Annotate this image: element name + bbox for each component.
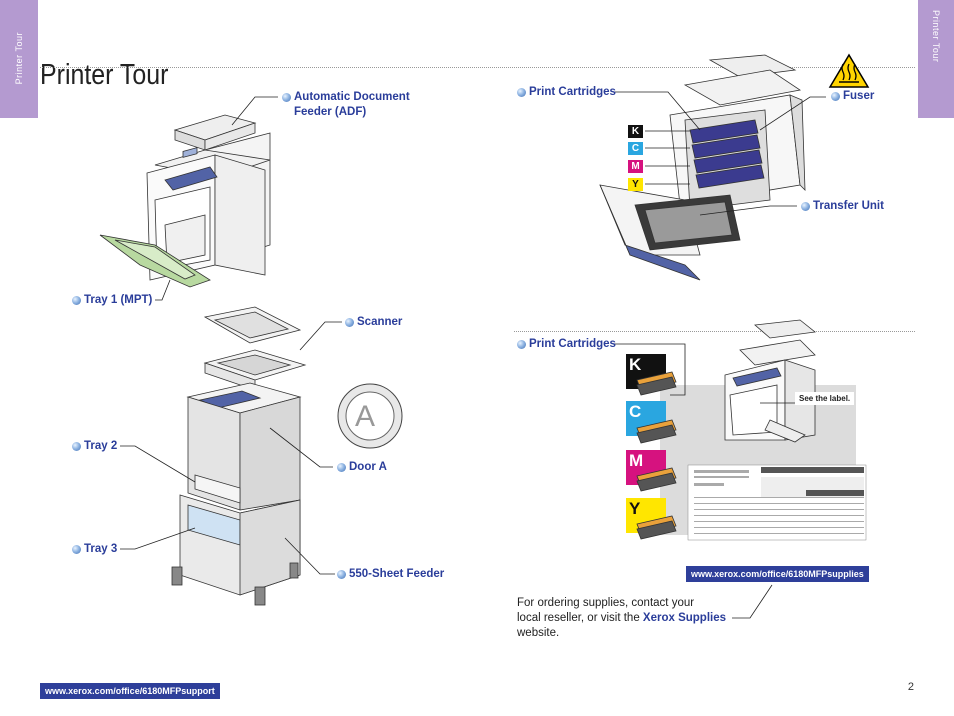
- door-a-letter: A: [355, 400, 376, 433]
- section-divider: [514, 331, 915, 332]
- callout-fuser-label: Fuser: [843, 90, 875, 102]
- callout-print-cartridges-bottom-label: Print Cartridges: [529, 338, 616, 350]
- supplies-url-link[interactable]: www.xerox.com/office/6180MFPsupplies: [686, 566, 869, 582]
- callout-tray1: Tray 1 (MPT): [72, 293, 152, 308]
- callout-550-feeder: 550-Sheet Feeder: [337, 567, 444, 582]
- callout-tray2-label: Tray 2: [84, 440, 118, 452]
- support-url-link[interactable]: www.xerox.com/office/6180MFPsupport: [40, 683, 220, 699]
- bullet-icon: [517, 88, 526, 97]
- bullet-icon: [345, 318, 354, 327]
- cartridge-label-k: K: [628, 125, 643, 138]
- callout-550-feeder-label: 550-Sheet Feeder: [349, 568, 445, 580]
- cartridge-label-m: M: [628, 160, 643, 173]
- side-tab-left: Printer Tour: [0, 0, 38, 118]
- hot-surface-warning-icon: [828, 53, 870, 88]
- callout-print-cartridges-top-label: Print Cartridges: [529, 86, 616, 98]
- callout-scanner: Scanner: [345, 315, 402, 330]
- callout-adf-line2: Feeder (ADF): [294, 106, 367, 118]
- cartridge-images: [636, 371, 677, 540]
- bullet-icon: [337, 463, 346, 472]
- bullet-icon: [72, 545, 81, 554]
- side-tab-label: Printer Tour: [931, 10, 941, 63]
- consumables-label-sheet: [687, 464, 867, 541]
- callout-tray1-label: Tray 1 (MPT): [84, 294, 153, 306]
- callout-print-cartridges-top: Print Cartridges: [517, 85, 616, 100]
- supplies-text-line1: For ordering supplies, contact your: [517, 597, 695, 609]
- printer-mpt-illustration: [99, 114, 271, 288]
- callout-transfer-unit-label: Transfer Unit: [813, 200, 884, 212]
- bullet-icon: [282, 93, 291, 102]
- callout-scanner-label: Scanner: [357, 316, 403, 328]
- callout-door-a: Door A: [337, 460, 387, 475]
- callout-door-a-label: Door A: [349, 461, 387, 473]
- bullet-icon: [517, 340, 526, 349]
- callout-tray3-label: Tray 3: [84, 543, 118, 555]
- printer-small-illustration: [724, 319, 816, 443]
- callout-print-cartridges-bottom: Print Cartridges: [517, 337, 616, 352]
- door-a-badge: [337, 383, 403, 449]
- printer-trays-illustration: [171, 306, 307, 606]
- page-title: Printer Tour: [40, 59, 169, 92]
- callout-fuser: Fuser: [831, 89, 874, 104]
- callout-transfer-unit: Transfer Unit: [801, 199, 884, 214]
- cartridge-label-c: C: [628, 142, 643, 155]
- bullet-icon: [831, 92, 840, 101]
- see-label-note: See the label.: [795, 392, 855, 405]
- cartridge-label-y: Y: [628, 178, 643, 191]
- supplies-text: For ordering supplies, contact your loca…: [517, 596, 726, 641]
- supplies-text-line2: local reseller, or visit the: [517, 612, 640, 624]
- supplies-text-line3: website.: [517, 627, 560, 639]
- bullet-icon: [337, 570, 346, 579]
- callout-tray3: Tray 3: [72, 542, 117, 557]
- xerox-supplies-link[interactable]: Xerox Supplies: [642, 612, 727, 624]
- bullet-icon: [801, 202, 810, 211]
- printer-open-illustration: [599, 54, 806, 281]
- callout-tray2: Tray 2: [72, 439, 117, 454]
- page-number: 2: [907, 681, 914, 693]
- callout-adf-line1: Automatic Document: [294, 91, 410, 103]
- bullet-icon: [72, 296, 81, 305]
- side-tab-right: Printer Tour: [918, 0, 954, 118]
- bullet-icon: [72, 442, 81, 451]
- title-divider: [40, 67, 915, 68]
